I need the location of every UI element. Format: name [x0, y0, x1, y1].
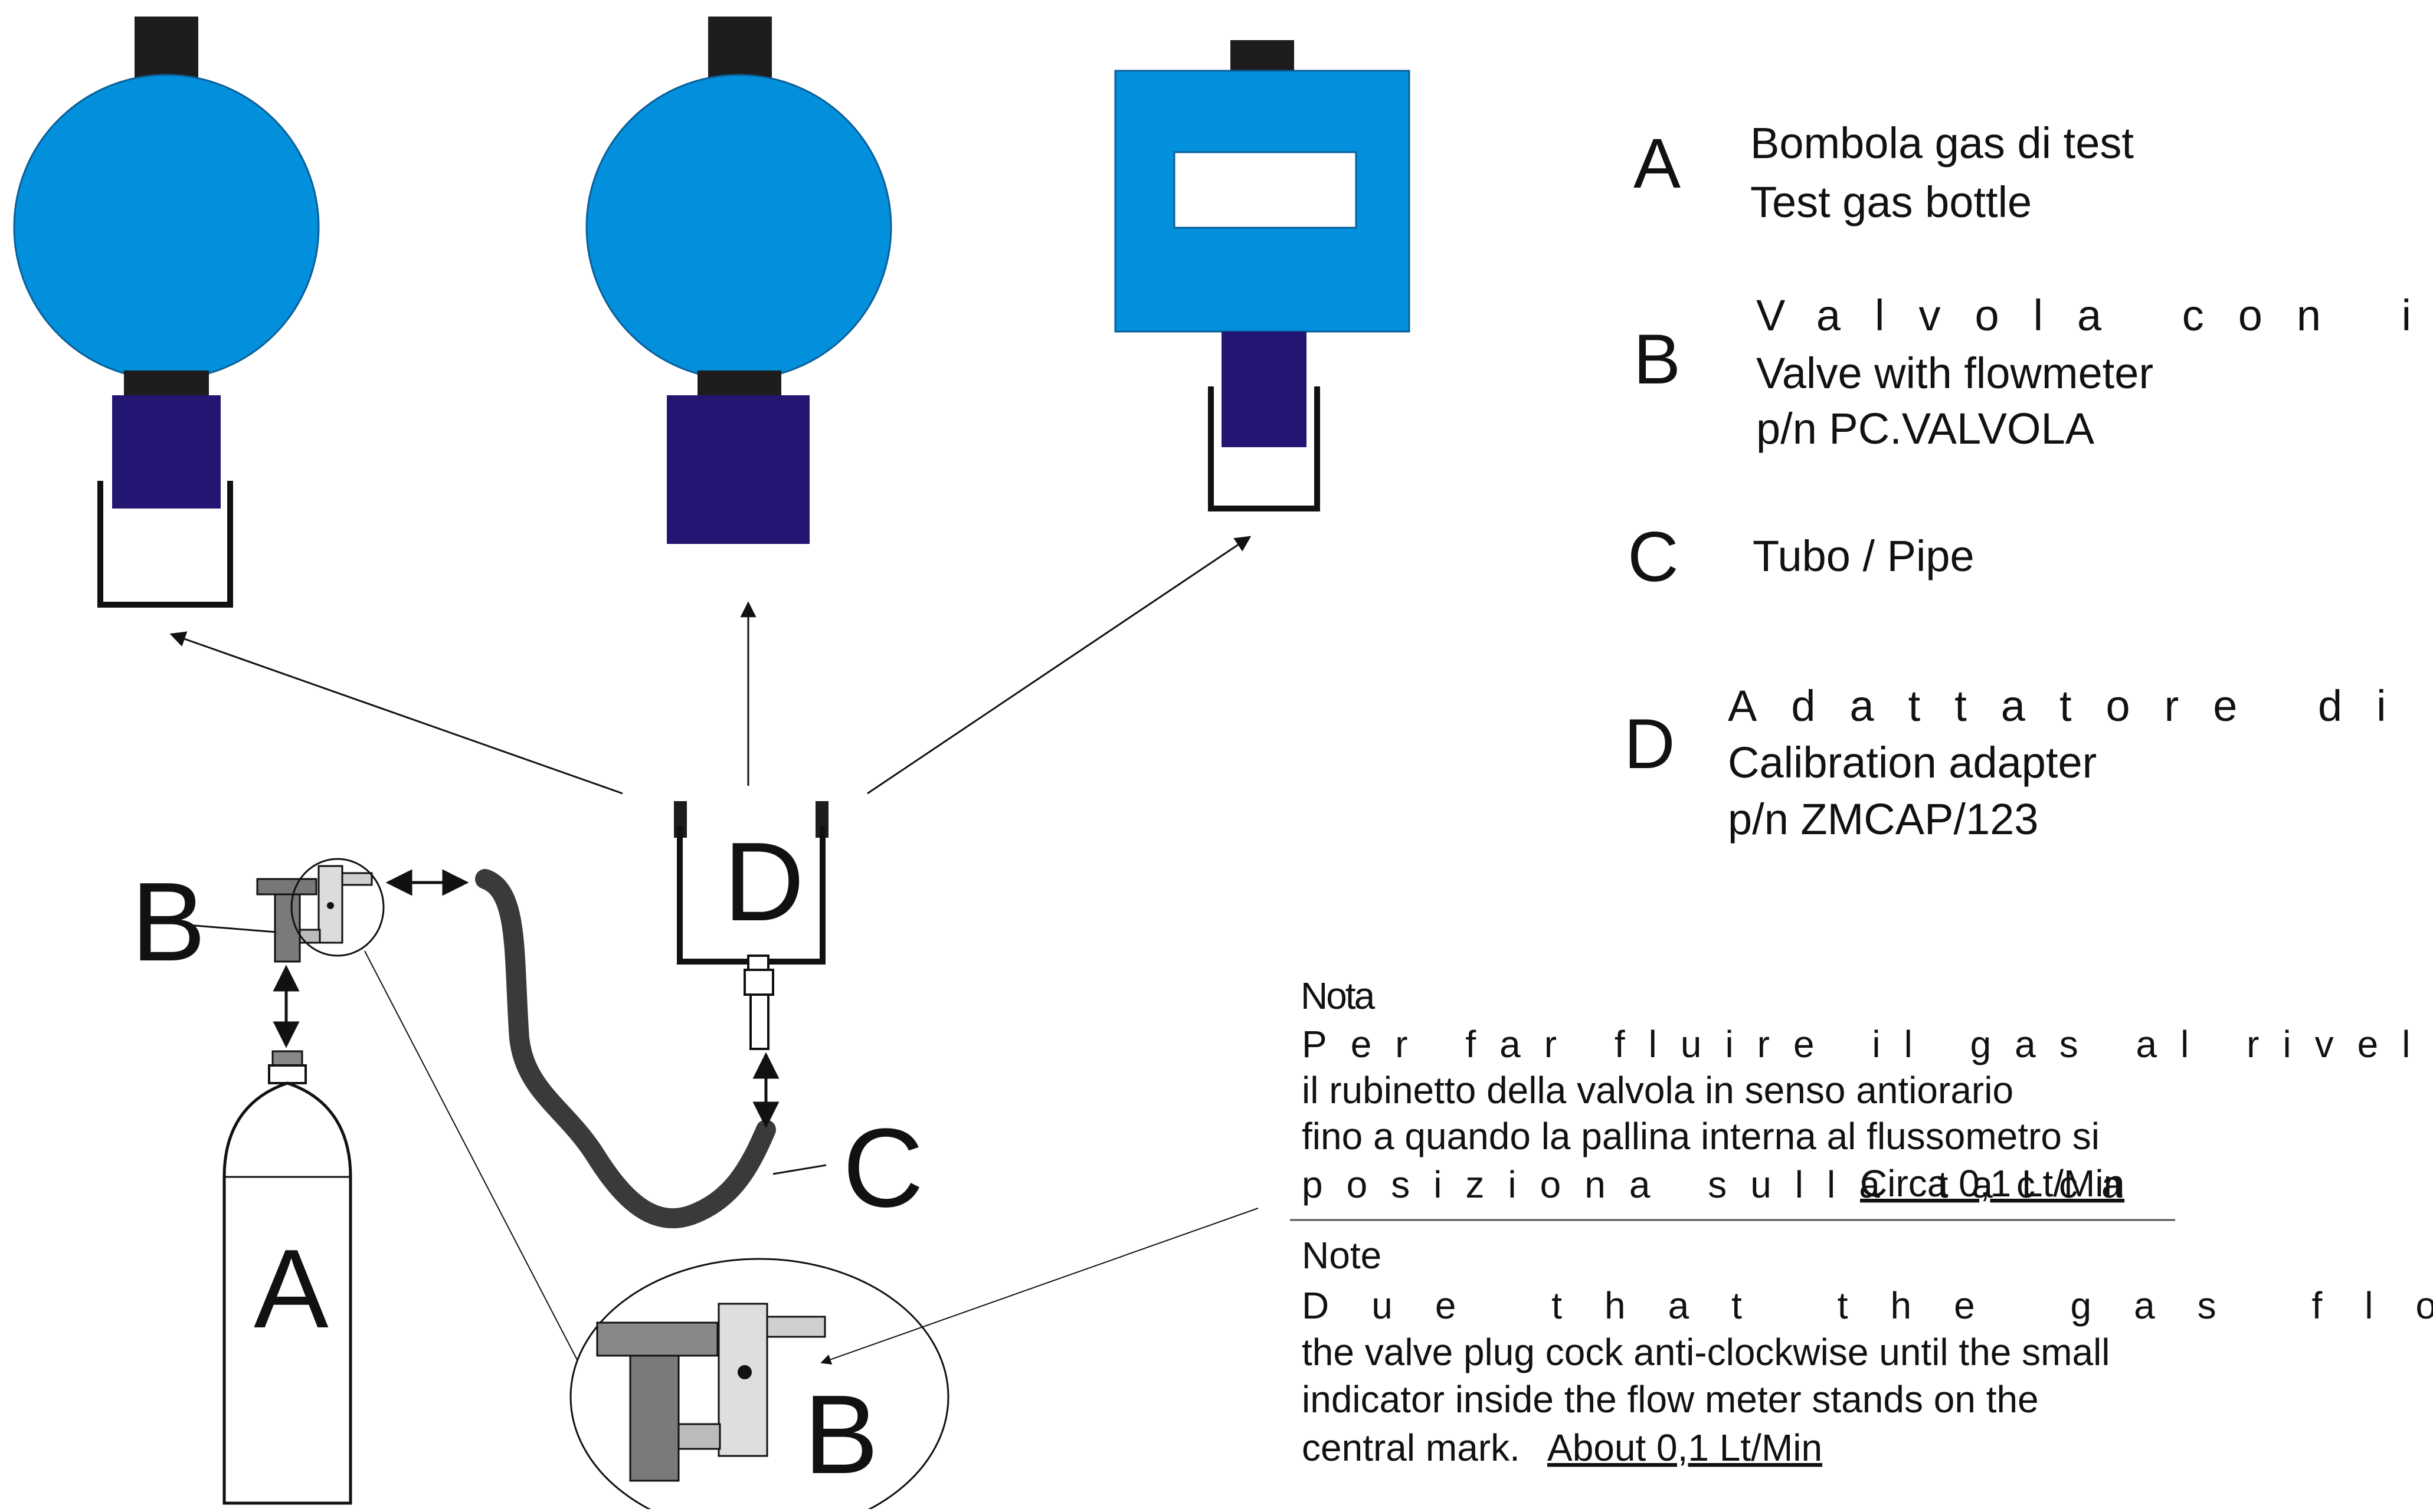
legend-letter-b: B: [1633, 320, 1681, 399]
legend-d-line2: Calibration adapter: [1728, 738, 2097, 787]
note-it-line4: posiziona sulla tacca: [1302, 1163, 2146, 1206]
note-pointer: [820, 1208, 1259, 1365]
legend-letter-a: A: [1633, 124, 1681, 203]
legend-d-line3: p/n ZMCAP/123: [1728, 795, 2038, 844]
legend-letter-d: D: [1624, 704, 1675, 783]
note-en-line3: indicator inside the flow meter stands o…: [1302, 1378, 2039, 1421]
note-it-line2: il rubinetto della valvola in senso anti…: [1302, 1069, 2013, 1111]
note-en-flow-value: About 0,1 Lt/Min: [1547, 1426, 1822, 1469]
legend-a-line2: Test gas bottle: [1750, 178, 2032, 227]
note-en-line4: central mark.: [1302, 1426, 1520, 1469]
label-a: A: [254, 1226, 329, 1352]
note-italian: Nota Per far fluire il gas al rivelator …: [1290, 975, 2433, 1221]
note-english: Note Due that the gas flow to the valve …: [1302, 1234, 2433, 1469]
legend: A Bombola gas di test Test gas bottle B …: [1624, 119, 2433, 844]
label-d: D: [723, 819, 804, 944]
hose-icon: [475, 869, 776, 1228]
note-it-flow-value: Circa 0,1 Lt/Min: [1860, 1162, 2124, 1205]
legend-d-line1: Adattatore di ca: [1728, 681, 2433, 730]
note-en-line1: Due that the gas flow to: [1302, 1284, 2433, 1327]
legend-a-line1: Bombola gas di test: [1750, 119, 2134, 168]
round-detector-icon: [585, 17, 892, 544]
valve-zoom-detail: [364, 950, 949, 1512]
legend-b-line3: p/n PC.VALVOLA: [1756, 404, 2095, 453]
label-b: B: [131, 860, 206, 985]
gas-bottle-icon: [222, 1050, 352, 1505]
calibration-adapter-icon: [674, 801, 829, 1050]
box-detector-icon: [1114, 40, 1410, 511]
legend-letter-c: C: [1628, 517, 1679, 596]
round-detector-icon: [13, 17, 320, 608]
connection-arrows: [169, 536, 1252, 795]
pipe-leader: [772, 1164, 827, 1175]
note-en-heading: Note: [1302, 1234, 1381, 1277]
note-it-line3: fino a quando la pallina interna al flus…: [1302, 1115, 2100, 1157]
label-c: C: [843, 1106, 924, 1231]
legend-b-line1: Valvola con indic: [1756, 291, 2433, 340]
label-b-zoom: B: [804, 1372, 879, 1497]
legend-c-line1: Tubo / Pipe: [1753, 532, 1974, 580]
note-it-heading: Nota: [1301, 975, 1376, 1017]
flow-valve-icon: [256, 858, 385, 963]
note-en-line2: the valve plug cock anti-clockwise until…: [1302, 1331, 2110, 1373]
legend-b-line2: Valve with flowmeter: [1756, 349, 2153, 398]
note-it-line1: Per far fluire il gas al rivelator: [1302, 1023, 2433, 1065]
